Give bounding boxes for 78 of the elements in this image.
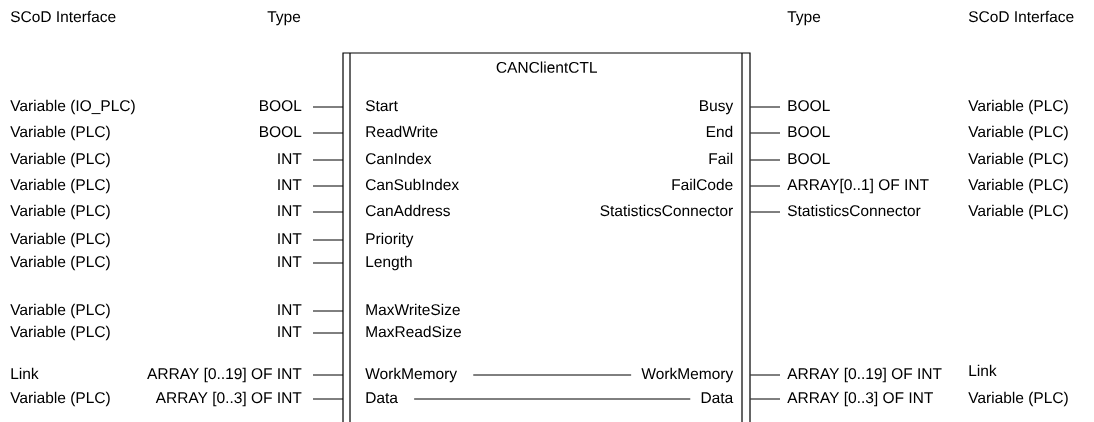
- interface-label: Variable (PLC): [968, 99, 1068, 115]
- type-label: BOOL: [788, 153, 830, 165]
- pin-label: CanAddress: [366, 204, 450, 217]
- interface-label: Variable (PLC): [10, 125, 110, 141]
- column-header: SCoD Interface: [968, 10, 1074, 23]
- interface-label: Variable (PLC): [10, 255, 110, 271]
- interface-label: Variable (PLC): [10, 325, 110, 341]
- connection-line: [749, 132, 781, 134]
- connection-line: [312, 132, 344, 134]
- type-label: ARRAY [0..19] OF INT: [787, 367, 942, 383]
- type-label: INT: [278, 179, 302, 190]
- connection-line: [413, 398, 691, 400]
- connection-line: [472, 374, 632, 376]
- connection-line: [312, 262, 344, 264]
- type-label: BOOL: [788, 100, 830, 112]
- pin-label: FailCode: [672, 178, 733, 191]
- connection-line: [312, 159, 344, 161]
- type-label: INT: [278, 256, 302, 267]
- connection-line: [749, 398, 781, 400]
- type-label: BOOL: [260, 126, 302, 138]
- pin-label: WorkMemory: [641, 367, 734, 383]
- pin-label: Data: [701, 392, 734, 404]
- column-header: Type: [267, 11, 301, 26]
- connection-line: [749, 374, 781, 376]
- type-label: INT: [278, 233, 302, 244]
- type-label: INT: [278, 326, 302, 337]
- connection-line: [312, 332, 344, 334]
- connection-line: [749, 211, 781, 213]
- column-header: SCoD Interface: [10, 10, 116, 23]
- interface-label: Variable (IO_PLC): [10, 99, 135, 115]
- interface-label: Variable (PLC): [968, 125, 1068, 141]
- pin-label: MaxWriteSize: [366, 303, 460, 316]
- pin-label: MaxReadSize: [366, 325, 461, 338]
- type-label: ARRAY [0..3] OF INT: [787, 391, 933, 407]
- pin-label: Busy: [700, 100, 734, 115]
- pin-label: CanSubIndex: [366, 178, 459, 191]
- pin-label: Data: [366, 392, 398, 404]
- interface-label: Variable (PLC): [968, 178, 1068, 194]
- type-label: StatisticsConnector: [787, 204, 921, 217]
- connection-line: [312, 211, 344, 213]
- interface-label: Variable (PLC): [10, 152, 110, 168]
- pin-label: Start: [365, 100, 398, 112]
- type-label: ARRAY[0..1] OF INT: [787, 178, 929, 194]
- pin-label: Length: [366, 255, 412, 271]
- connection-line: [749, 185, 781, 187]
- connection-line: [749, 106, 781, 108]
- interface-label: Variable (PLC): [968, 391, 1068, 407]
- connection-line: [312, 106, 344, 108]
- pin-label: Priority: [366, 232, 414, 248]
- pin-label: WorkMemory: [365, 367, 458, 383]
- interface-label: Variable (PLC): [10, 178, 110, 194]
- type-label: INT: [278, 304, 302, 315]
- pin-label: StatisticsConnector: [600, 204, 733, 217]
- connection-line: [749, 159, 781, 161]
- type-label: BOOL: [788, 126, 830, 138]
- connection-line: [312, 374, 344, 376]
- connection-line: [312, 398, 344, 400]
- connection-line: [312, 310, 344, 312]
- pin-label: Fail: [709, 152, 733, 165]
- interface-label: Link: [11, 367, 39, 379]
- interface-label: Variable (PLC): [10, 232, 110, 248]
- pin-label: CanIndex: [366, 152, 432, 165]
- pin-label: ReadWrite: [366, 125, 438, 138]
- interface-label: Variable (PLC): [10, 303, 110, 319]
- type-label: INT: [278, 205, 302, 216]
- pin-label: End: [706, 125, 733, 138]
- type-label: ARRAY [0..3] OF INT: [155, 391, 302, 407]
- interface-label: Variable (PLC): [10, 391, 110, 407]
- connection-line: [312, 185, 344, 187]
- interface-label: Variable (PLC): [10, 204, 110, 220]
- connection-line: [312, 239, 344, 241]
- interface-label: Variable (PLC): [968, 152, 1068, 168]
- type-label: ARRAY [0..19] OF INT: [147, 367, 302, 383]
- type-label: BOOL: [260, 100, 302, 112]
- interface-label: Variable (PLC): [968, 204, 1068, 220]
- type-label: INT: [278, 153, 302, 164]
- column-header: Type: [787, 11, 821, 26]
- interface-label: Link: [969, 364, 997, 376]
